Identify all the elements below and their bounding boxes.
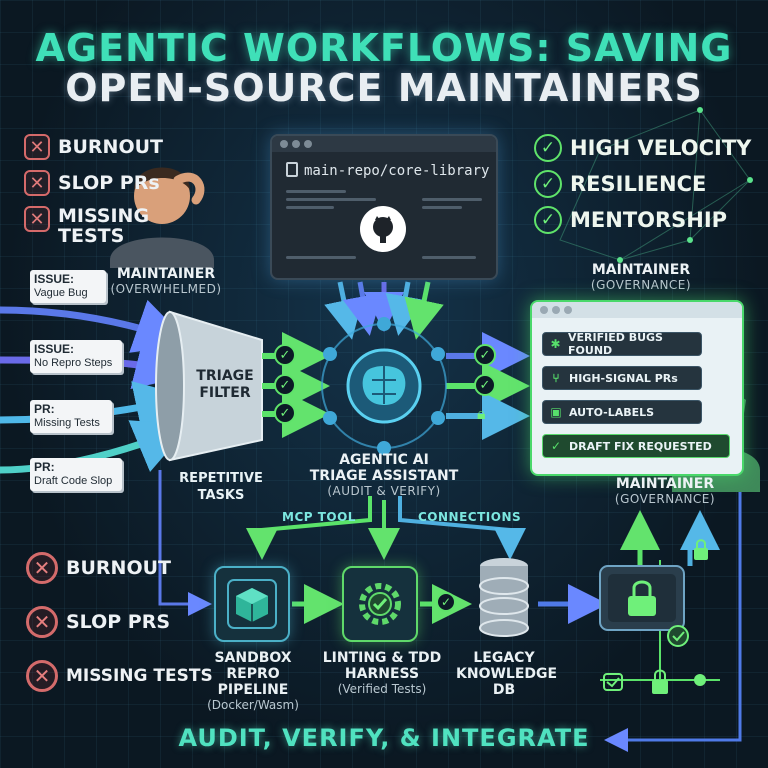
gear-check-icon [359, 583, 401, 625]
brain-down-arrows [246, 496, 526, 560]
benefit-resilience: ✓ RESILIENCE [534, 170, 706, 198]
benefit-high-velocity: ✓ HIGH VELOCITY [534, 134, 751, 162]
repo-window: main-repo/core-library [270, 134, 498, 280]
github-icon [360, 206, 406, 252]
maintainer-governance-bottom: MAINTAINER (GOVERNANCE) [614, 476, 716, 506]
result-auto-labels: ▣ AUTO-LABELS [542, 400, 702, 424]
assistant-node-ring [321, 317, 447, 455]
result-draft-fix-requested: ✓ DRAFT FIX REQUESTED [542, 434, 730, 458]
benefit-mentorship: ✓ MENTORSHIP [534, 206, 727, 234]
issue-vague-bug: ISSUE:Vague Bug [30, 270, 106, 303]
connections-label: CONNECTIONS [418, 510, 522, 524]
linting-box [342, 566, 418, 642]
bottom-title: AUDIT, VERIFY, & INTEGRATE [178, 724, 590, 752]
problem-slop-prs-top: ✕ SLOP PRs [24, 170, 160, 196]
issue-no-repro-steps: ISSUE:No Repro Steps [30, 340, 122, 373]
funnel-shape [155, 310, 263, 462]
problem-burnout-top: ✕ BURNOUT [24, 134, 163, 160]
check-circle-icon: ✓ [474, 344, 496, 366]
x-icon: ✕ [24, 206, 50, 232]
pr-draft-code-slop: PR:Draft Code Slop [30, 458, 122, 491]
linting-label: LINTING & TDD HARNESS (Verified Tests) [322, 650, 442, 696]
x-circle-icon: ✕ [26, 660, 58, 692]
check-circle-icon: ✓ [534, 206, 562, 234]
repo-window-titlebar [272, 136, 496, 152]
repo-down-arrows [324, 281, 444, 340]
file-icon [286, 162, 298, 177]
sandbox-box [214, 566, 290, 642]
network-nodes [617, 107, 753, 263]
x-circle-icon: ✕ [26, 606, 58, 638]
check-circle-icon: ✓ [474, 374, 496, 396]
triage-assistant: AGENTIC AI TRIAGE ASSISTANT (AUDIT & VER… [309, 452, 459, 498]
x-icon: ✕ [24, 134, 50, 160]
problem-slop-prs-bottom: ✕ SLOP PRS [26, 606, 170, 638]
pr-missing-tests: PR:Missing Tests [30, 400, 112, 433]
secure-server [599, 565, 689, 647]
maintainer-overwhelmed-figure [110, 167, 214, 268]
problem-missing-tests-top: ✕ MISSING TESTS [24, 206, 149, 246]
cube-icon [227, 579, 277, 629]
title-line-2: OPEN-SOURCE MAINTAINERS [65, 66, 703, 110]
loop-arrow [158, 470, 212, 616]
check-circle-icon: ✓ [274, 402, 296, 424]
small-locks [603, 539, 708, 694]
mcp-tool-label: MCP TOOL [282, 510, 356, 524]
repetitive-tasks-label: REPETITIVE TASKS [179, 471, 263, 503]
results-panel: ✱ VERIFIED BUGS FOUND ⑂ HIGH-SIGNAL PRs … [530, 300, 744, 476]
check-icon: ✓ [550, 439, 562, 453]
check-circle-icon: ✓ [274, 374, 296, 396]
bug-icon: ✱ [550, 337, 561, 351]
lock-icon: ▣ [550, 405, 562, 419]
title-line-1: AGENTIC WORKFLOWS: SAVING [35, 26, 733, 70]
problem-burnout-bottom: ✕ BURNOUT [26, 552, 171, 584]
maintainer-governance-top: MAINTAINER (GOVERNANCE) [590, 262, 692, 292]
check-circle-icon: ✓ [436, 592, 456, 612]
result-verified-bugs: ✱ VERIFIED BUGS FOUND [542, 331, 702, 357]
check-circle-icon: ✓ [534, 134, 562, 162]
governance-arrows [600, 490, 742, 752]
problem-missing-tests-bottom: ✕ MISSING TESTS [26, 660, 213, 692]
x-circle-icon: ✕ [26, 552, 58, 584]
x-icon: ✕ [24, 170, 50, 196]
sandbox-label: SANDBOX REPRO PIPELINE (Docker/Wasm) [207, 650, 299, 712]
maintainer-overwhelmed: MAINTAINER (OVERWHELMED) [110, 266, 222, 296]
legacy-db-label: LEGACY KNOWLEDGE DB [456, 650, 558, 698]
lock-icon: 🔒︎ [477, 404, 486, 423]
repo-name: main-repo/core-library [304, 163, 490, 179]
database-icon [479, 558, 529, 637]
branch-icon: ⑂ [552, 371, 560, 385]
results-panel-titlebar [532, 302, 742, 318]
issue-arrows [0, 299, 192, 474]
check-circle-icon: ✓ [274, 344, 296, 366]
result-high-signal-prs: ⑂ HIGH-SIGNAL PRs [542, 366, 702, 390]
check-circle-icon: ✓ [534, 170, 562, 198]
triage-filter-label: TRIAGE FILTER [196, 368, 254, 401]
